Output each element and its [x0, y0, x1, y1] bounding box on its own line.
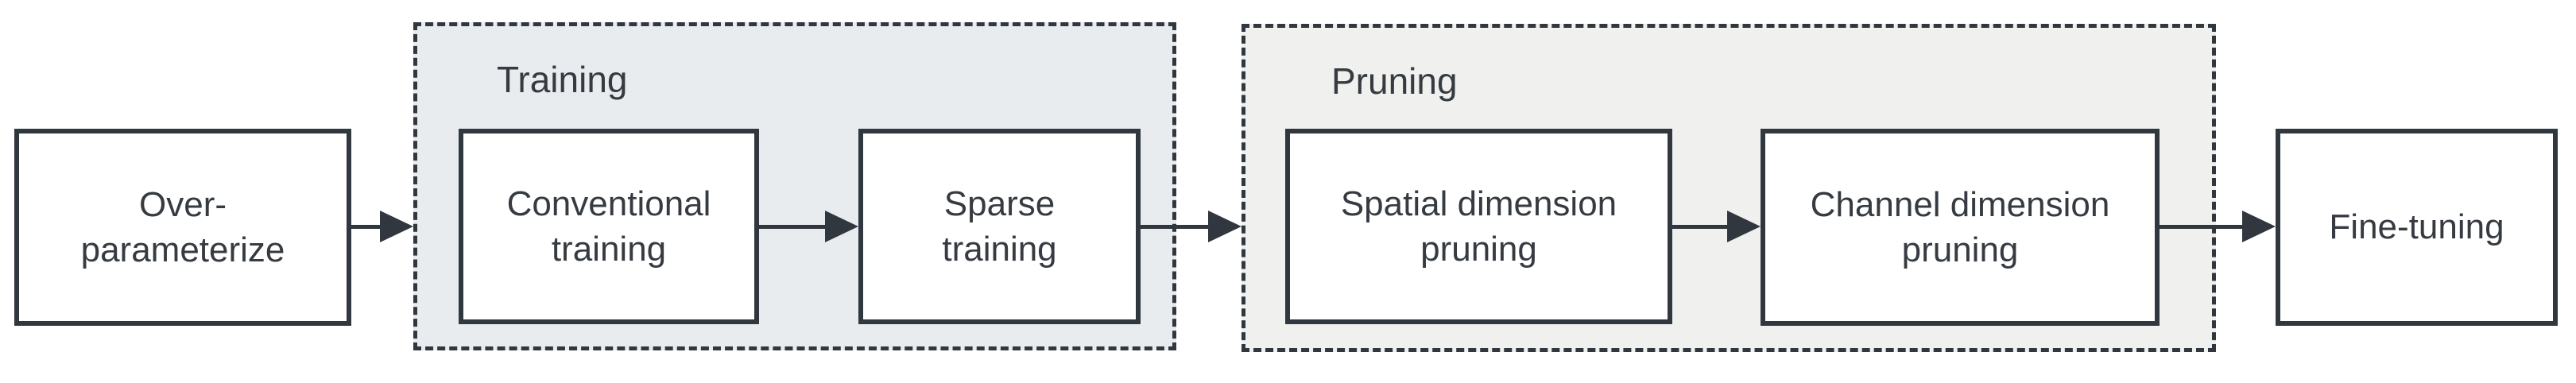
arrow-head-icon: [2242, 211, 2276, 242]
node-sparse-training: Sparse training: [858, 129, 1141, 324]
node-spatial-dimension-pruning-label: Spatial dimension pruning: [1340, 184, 1617, 269]
node-fine-tuning: Fine-tuning: [2276, 129, 2558, 326]
arrow-head-icon: [380, 211, 413, 242]
arrow-line: [351, 224, 386, 229]
arrow-over-to-training: [351, 211, 413, 242]
group-pruning-label: Pruning: [1331, 60, 1458, 102]
arrow-conventional-to-sparse: [759, 211, 858, 242]
node-conventional-training-label: Conventional training: [506, 184, 711, 269]
arrow-line: [1141, 224, 1214, 229]
arrow-line: [759, 224, 831, 229]
arrow-head-icon: [1208, 211, 1242, 242]
node-sparse-training-label: Sparse training: [942, 184, 1057, 269]
node-over-parameterize: Over- parameterize: [14, 129, 351, 326]
arrow-line: [2160, 224, 2249, 229]
arrow-training-to-pruning: [1141, 211, 1242, 242]
arrow-head-icon: [825, 211, 858, 242]
node-fine-tuning-label: Fine-tuning: [2329, 207, 2504, 247]
arrow-pruning-to-finetuning: [2160, 211, 2276, 242]
node-spatial-dimension-pruning: Spatial dimension pruning: [1285, 129, 1672, 324]
node-channel-dimension-pruning: Channel dimension pruning: [1761, 129, 2160, 326]
arrow-line: [1672, 224, 1733, 229]
group-training-label: Training: [497, 59, 628, 100]
arrow-head-icon: [1727, 211, 1761, 242]
node-conventional-training: Conventional training: [459, 129, 759, 324]
node-channel-dimension-pruning-label: Channel dimension pruning: [1810, 184, 2110, 269]
arrow-spatial-to-channel: [1672, 211, 1761, 242]
node-over-parameterize-label: Over- parameterize: [80, 184, 285, 269]
